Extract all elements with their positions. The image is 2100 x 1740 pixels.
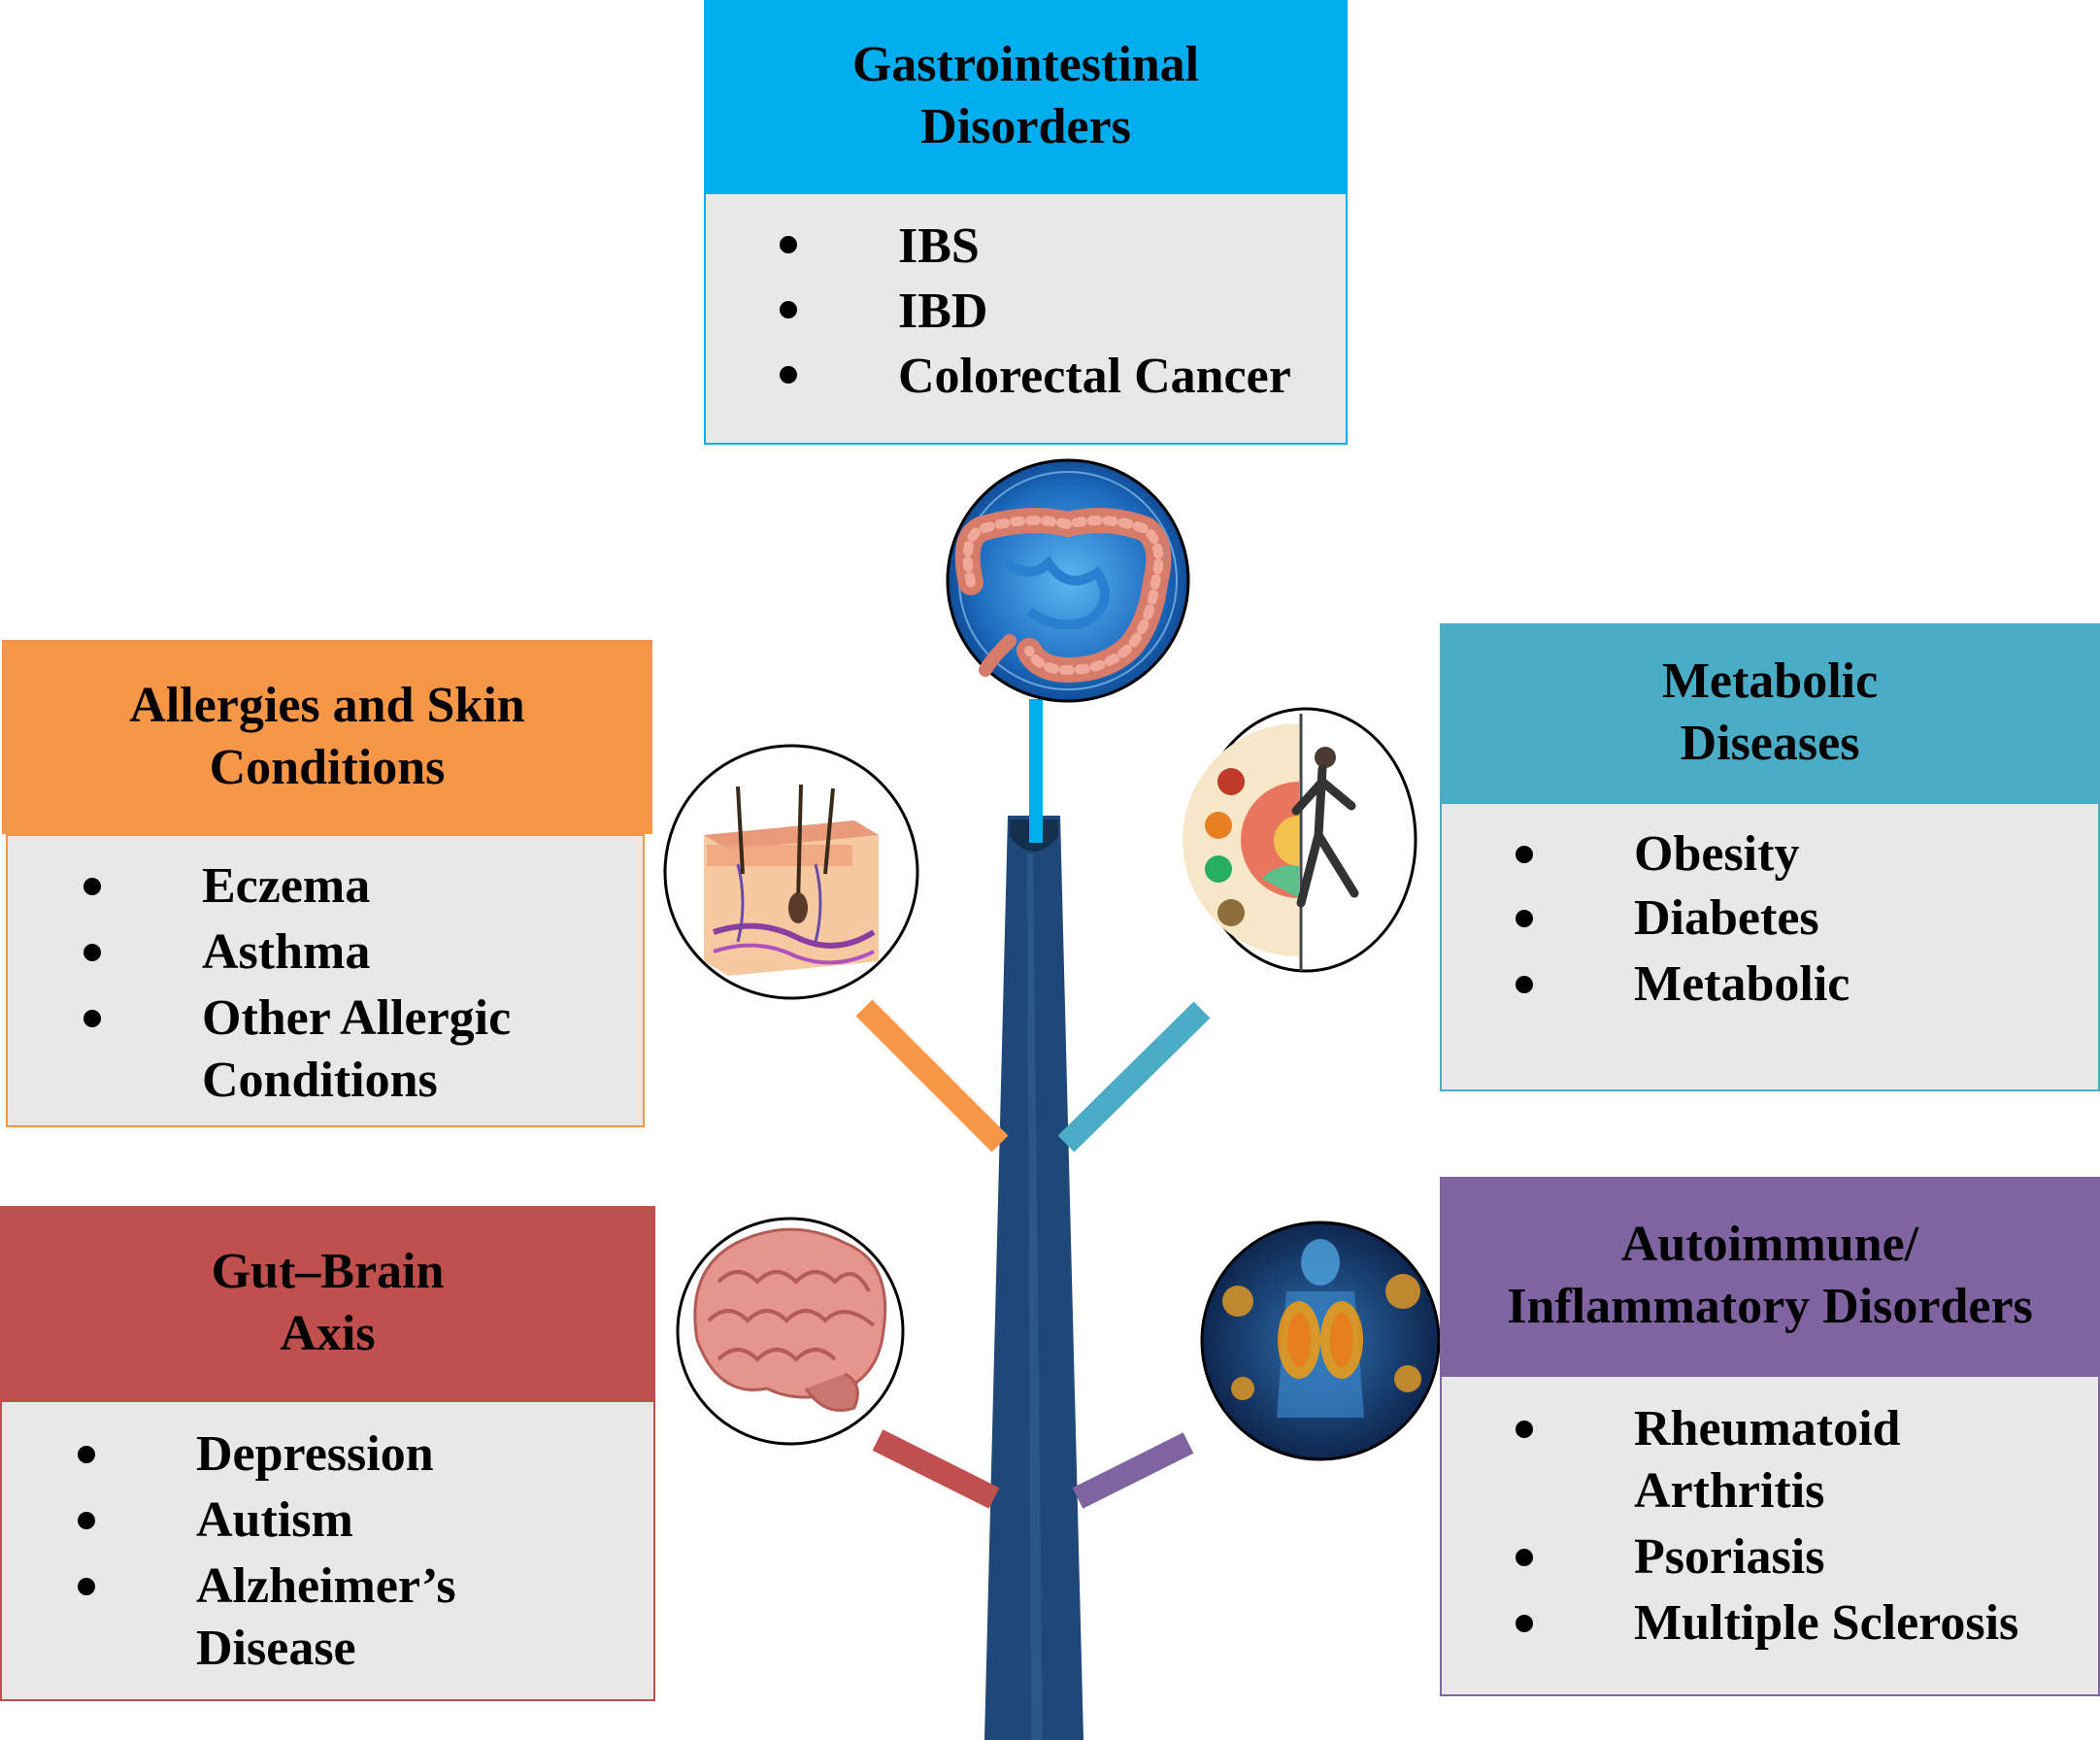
gutbrain-title-line-2: Axis — [280, 1306, 376, 1361]
gastro-title-line-2: Disorders — [920, 99, 1131, 154]
autoimmune-title-line-2: Inflammatory Disorders — [1507, 1279, 2033, 1334]
gastro-list: IBS IBD Colorectal Cancer — [780, 214, 1346, 409]
list-item: Depression — [78, 1423, 653, 1486]
gastro-connector — [1029, 699, 1043, 843]
allergy-branch — [855, 999, 1009, 1153]
list-item: Eczema — [83, 855, 643, 918]
metabolic-title-line-2: Diseases — [1680, 716, 1860, 771]
metabolic-title-line-1: Metabolic — [1661, 653, 1879, 709]
autoimmune-title-line-1: Autoimmune/ — [1620, 1217, 1919, 1272]
allergy-card: Allergies and Skin Conditions Eczema Ast… — [2, 640, 652, 1127]
list-item: Diabetes — [1516, 887, 2098, 950]
metabolic-card-body: Obesity Diabetes Metabolic — [1440, 802, 2100, 1091]
gutbrain-list: Depression Autism Alzheimer’s Disease — [78, 1423, 653, 1680]
list-item: IBD — [780, 279, 1346, 344]
list-item: Colorectal Cancer — [780, 344, 1346, 409]
allergy-title-line-1: Allergies and Skin — [129, 678, 525, 733]
list-item: Alzheimer’s Disease — [78, 1556, 653, 1680]
autoimmune-card-body: Rheumatoid Arthritis Psoriasis Multiple … — [1440, 1375, 2100, 1696]
metabolic-card: Metabolic Diseases Obesity Diabetes Meta… — [1440, 623, 2100, 1091]
allergy-title-line-2: Conditions — [209, 740, 446, 795]
colon-icon — [946, 458, 1190, 703]
gastro-card-body: IBS IBD Colorectal Cancer — [704, 192, 1348, 445]
gutbrain-card: Gut–Brain Axis Depression Autism Alzheim… — [0, 1206, 655, 1701]
gastro-title-line-1: Gastrointestinal — [851, 37, 1200, 92]
skin-layers-icon — [663, 744, 919, 1000]
allergy-card-body: Eczema Asthma Other Allergic Conditions — [6, 834, 645, 1127]
autoimmune-card-header: Autoimmune/ Inflammatory Disorders — [1440, 1177, 2100, 1375]
metabolic-branch — [1057, 1001, 1211, 1153]
list-item: Multiple Sclerosis — [1516, 1592, 2098, 1655]
gastro-card-header: Gastrointestinal Disorders — [704, 0, 1348, 192]
gutbrain-branch — [872, 1429, 1000, 1509]
brain-icon — [676, 1217, 905, 1446]
list-item: Other Allergic Conditions — [83, 987, 643, 1112]
diet-exercise-icon — [1183, 707, 1417, 973]
list-item: Psoriasis — [1516, 1526, 2098, 1589]
autoimmune-branch — [1072, 1432, 1194, 1509]
allergy-card-header: Allergies and Skin Conditions — [2, 640, 652, 834]
gutbrain-card-header: Gut–Brain Axis — [0, 1206, 655, 1400]
trunk-highlight — [1027, 854, 1043, 1740]
metabolic-list: Obesity Diabetes Metabolic — [1516, 823, 2098, 1016]
list-item: Autism — [78, 1489, 653, 1552]
allergy-list: Eczema Asthma Other Allergic Conditions — [83, 855, 643, 1112]
list-item: Obesity — [1516, 823, 2098, 886]
list-item: Metabolic — [1516, 954, 2098, 1016]
list-item: Asthma — [83, 921, 643, 984]
list-item: IBS — [780, 214, 1346, 279]
gutbrain-card-body: Depression Autism Alzheimer’s Disease — [0, 1400, 655, 1701]
gutbrain-title-line-1: Gut–Brain — [211, 1244, 445, 1299]
list-item: Rheumatoid Arthritis — [1516, 1398, 2098, 1522]
gastro-card: Gastrointestinal Disorders IBS IBD Color… — [704, 0, 1348, 445]
autoimmune-list: Rheumatoid Arthritis Psoriasis Multiple … — [1516, 1398, 2098, 1655]
immune-body-icon — [1200, 1221, 1441, 1461]
autoimmune-card: Autoimmune/ Inflammatory Disorders Rheum… — [1440, 1177, 2100, 1696]
metabolic-card-header: Metabolic Diseases — [1440, 623, 2100, 802]
